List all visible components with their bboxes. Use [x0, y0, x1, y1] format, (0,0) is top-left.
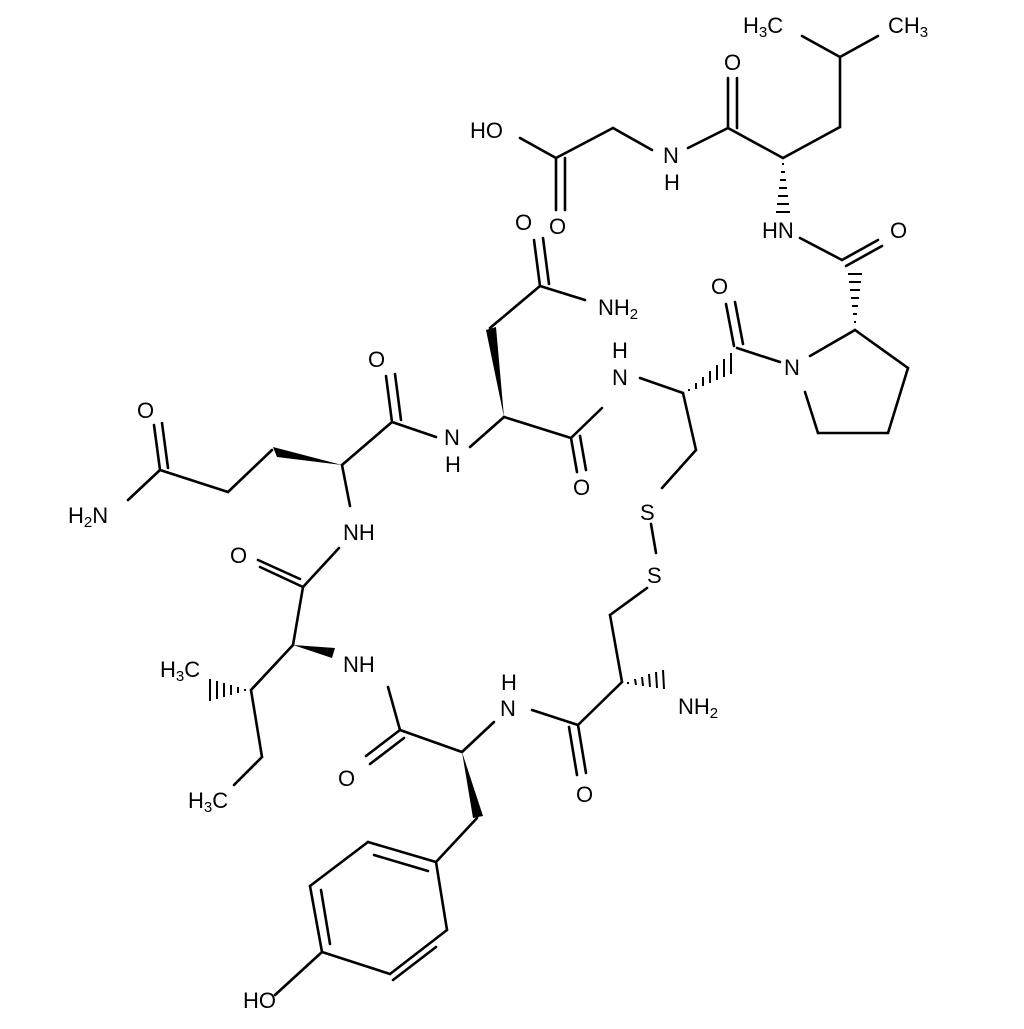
label-tyr-amide-hydrogen: H [501, 670, 517, 695]
label-sulfur-top: S [640, 500, 655, 525]
label-gln-nh2: H2N [68, 503, 108, 531]
label-leu-amide-nh: HN [762, 218, 794, 243]
label-tyr-amide-nitrogen: N [500, 696, 516, 721]
label-asn-nh2: NH2 [598, 295, 638, 323]
label-leu-methyl-left: H3C [743, 13, 783, 41]
label-cys1-carbonyl-oxygen: O [576, 782, 593, 807]
label-gln-carbonyl-oxygen: O [368, 347, 385, 372]
label-asn-amide-nitrogen: N [444, 425, 460, 450]
label-leu-carbonyl-oxygen: O [724, 50, 741, 75]
label-gly-hydroxyl: HO [470, 118, 503, 143]
label-gly-amide-hydrogen: H [664, 170, 680, 195]
label-pro-nitrogen: N [784, 355, 800, 380]
label-asn-amide-hydrogen: H [445, 452, 461, 477]
label-cys6-amide-nitrogen: N [612, 365, 628, 390]
label-leu-methyl-right: CH3 [888, 13, 928, 41]
label-ile-carbonyl-oxygen: O [230, 543, 247, 568]
label-gln-side-oxygen: O [137, 398, 154, 423]
label-asn-carbonyl-oxygen: O [573, 475, 590, 500]
label-cys6-carbonyl-oxygen: O [711, 274, 728, 299]
label-asn-side-oxygen: O [515, 210, 532, 235]
label-sulfur-bottom: S [647, 563, 662, 588]
label-ile-amide-nh: NH [343, 652, 375, 677]
label-pro-carbonyl-oxygen: O [890, 218, 907, 243]
label-gly-amide-nitrogen: N [663, 143, 679, 168]
stereo-wedges [273, 327, 504, 818]
label-tyr-carbonyl-oxygen: O [338, 766, 355, 791]
label-gly-carbonyl-oxygen: O [549, 214, 566, 239]
atom-labels: HO O N H O H3C CH3 HN O O NH2 O N H N O … [68, 13, 928, 1013]
label-ile-beta-methyl: H3C [160, 657, 200, 685]
stereo-hashes [209, 163, 862, 701]
bonds [126, 34, 910, 997]
label-gln-amide-nh: NH [343, 520, 375, 545]
label-tyr-hydroxyl: HO [243, 988, 276, 1013]
label-cys1-nh2: NH2 [678, 694, 718, 722]
label-ile-gamma-methyl: H3C [188, 788, 228, 816]
label-cys6-amide-hydrogen: H [612, 338, 628, 363]
